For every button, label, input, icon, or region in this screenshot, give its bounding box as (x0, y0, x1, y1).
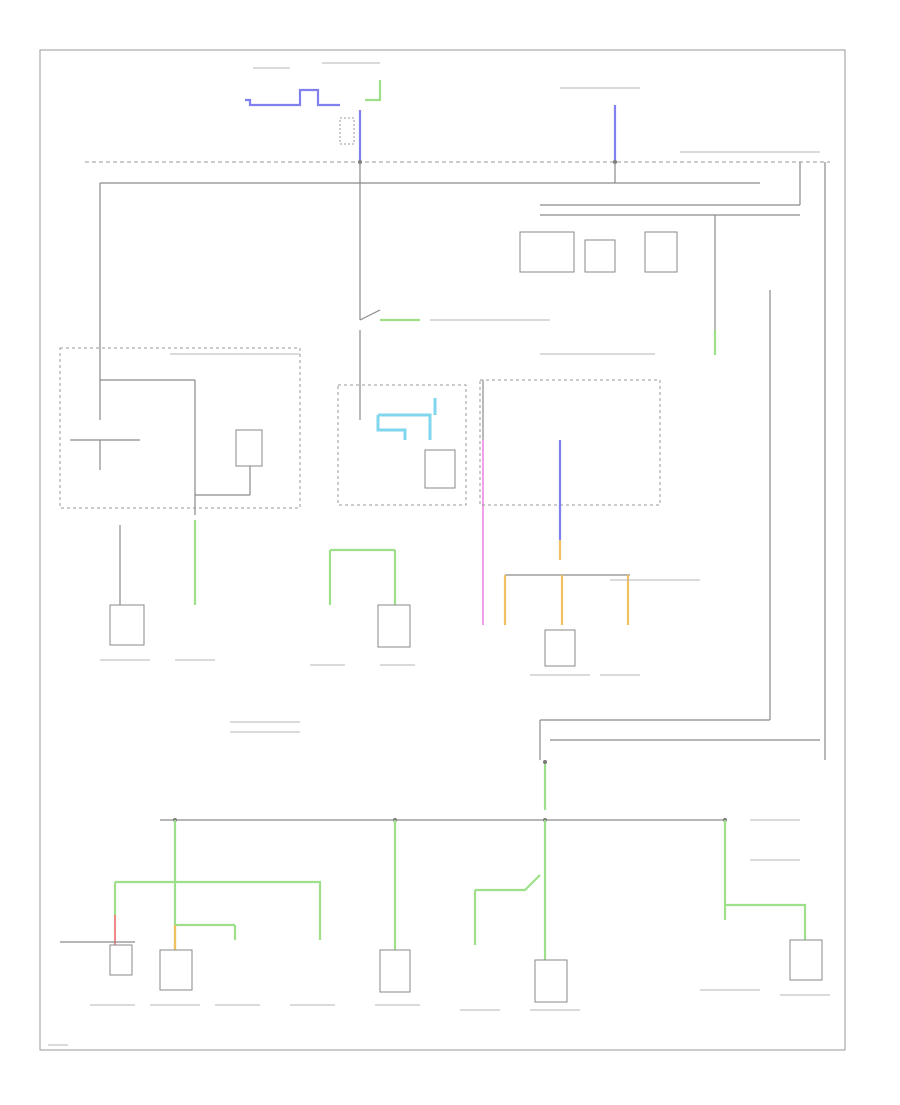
page-frame (39, 49, 846, 1051)
center-relay (337, 300, 467, 506)
bottom-left-group (60, 820, 322, 991)
left-green-branch (193, 520, 411, 648)
center-right-feeds (479, 379, 661, 667)
top-right-feed (540, 105, 826, 760)
left-feed (59, 183, 301, 646)
right-return (539, 290, 820, 810)
top-feed-group (245, 80, 382, 300)
bottom-right-group (723, 820, 823, 981)
bottom-middle-group (379, 820, 568, 1003)
bottom-bus (160, 818, 727, 822)
label-placeholders (48, 62, 830, 1046)
fuse-box-top-right (519, 215, 717, 355)
